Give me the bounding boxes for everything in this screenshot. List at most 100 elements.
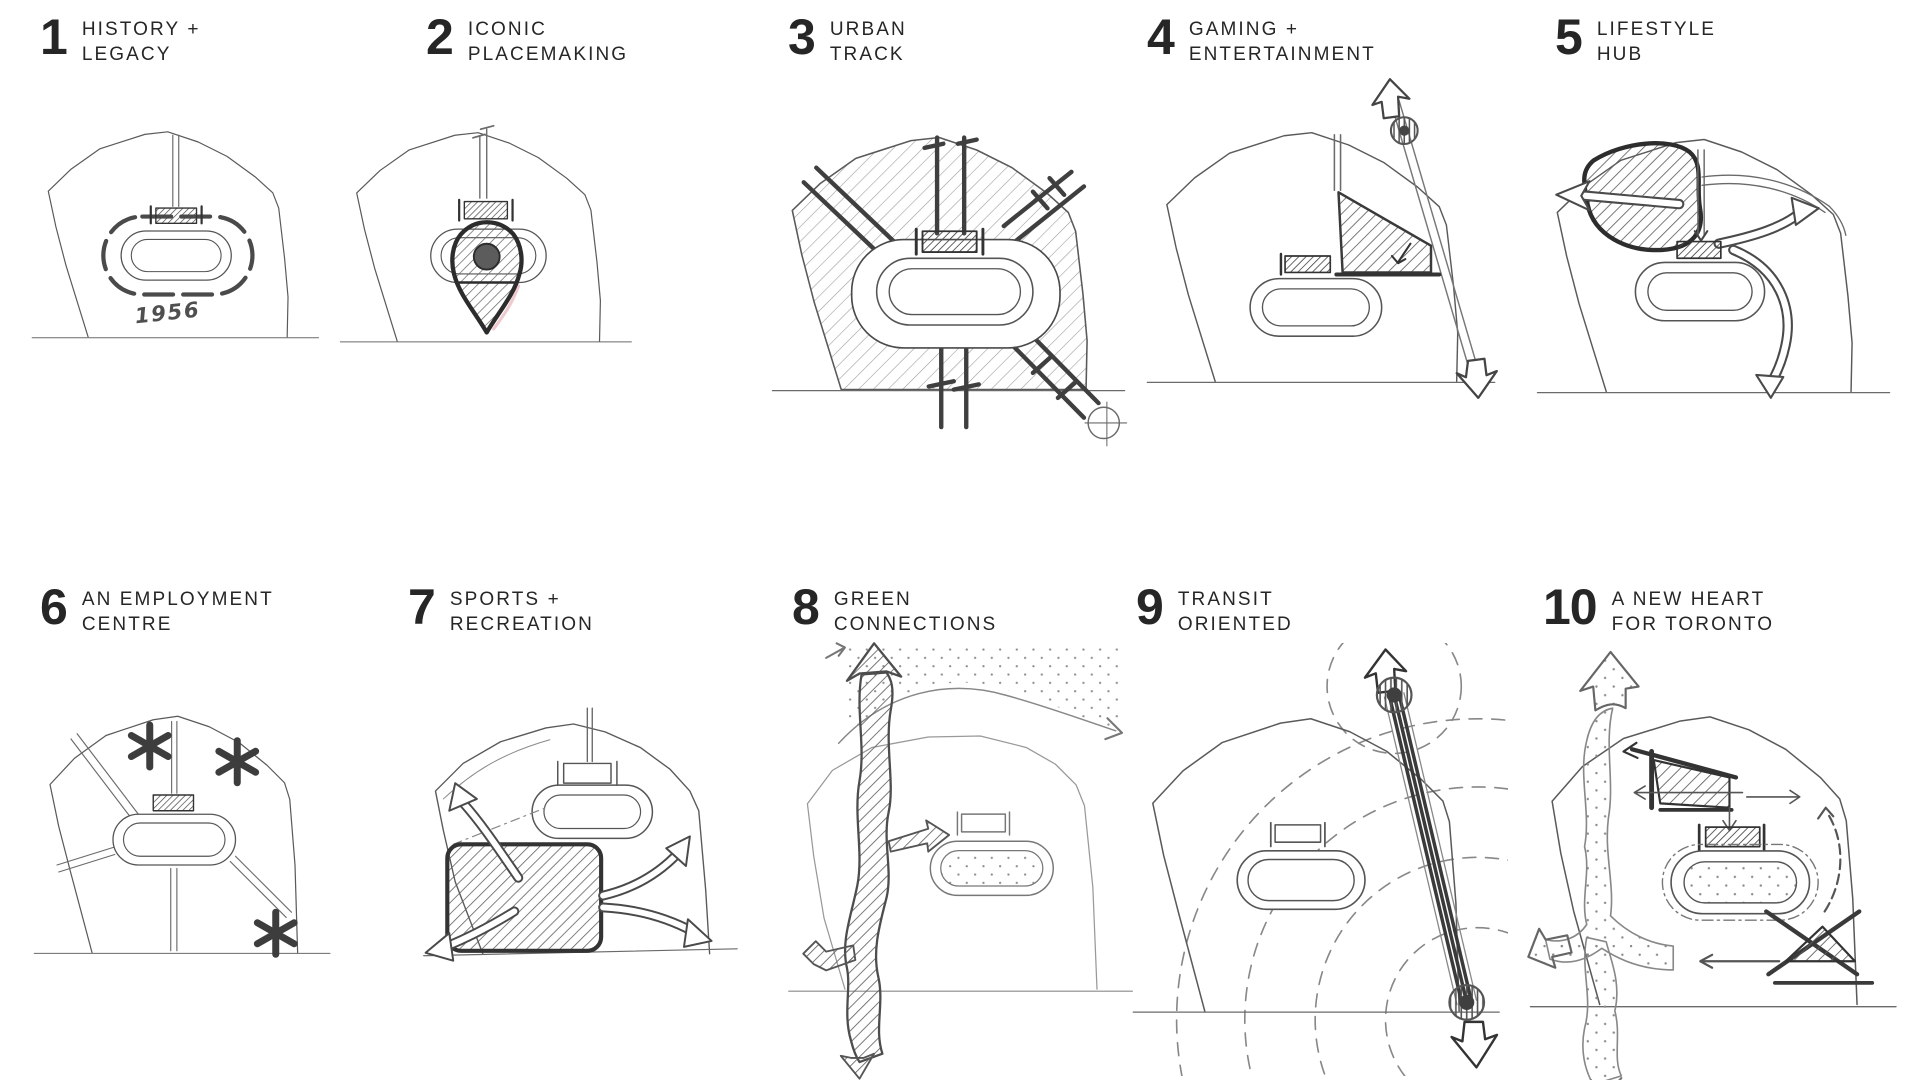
racetrack-oval-icon — [1236, 850, 1366, 911]
racetrack-oval-icon — [929, 840, 1054, 897]
grandstand-icon — [149, 205, 203, 225]
green-corridor — [802, 642, 951, 1080]
site-boundary — [1536, 138, 1891, 394]
access-road-icon — [172, 134, 180, 208]
rail-corridor — [1383, 692, 1478, 1006]
arrow-left-icon — [1527, 927, 1573, 969]
grandstand-icon — [152, 794, 195, 812]
street-grid — [801, 135, 1101, 430]
sketch-urban-track — [771, 135, 1128, 447]
employment-nodes — [127, 721, 298, 958]
sketch-transit-oriented — [1132, 643, 1508, 1077]
panel-title: SPORTS +RECREATION — [449, 589, 594, 636]
sketch-green-connections — [788, 642, 1133, 1080]
panel-1: 1 HISTORY +LEGACY — [22, 12, 342, 386]
panel-number: 7 — [408, 579, 436, 635]
access-road-icon — [1333, 134, 1342, 192]
racetrack-oval-icon — [531, 784, 654, 840]
racetrack-oval-icon — [1661, 843, 1819, 922]
panel-1-header: 1 HISTORY +LEGACY — [40, 12, 342, 67]
green-corridor — [1527, 651, 1675, 1080]
arrow-down-icon — [839, 1052, 876, 1080]
site-boundary — [788, 735, 1133, 992]
flow-arrows — [1555, 180, 1820, 400]
panel-7-header: 7 SPORTS +RECREATION — [408, 579, 768, 637]
grandstand-icon — [557, 760, 618, 787]
panel-number: 8 — [792, 579, 820, 635]
site-boundary — [339, 132, 632, 343]
arrow-up-icon — [1371, 78, 1411, 120]
panel-number: 10 — [1543, 579, 1598, 635]
panel-title: GAMING +ENTERTAINMENT — [1188, 19, 1376, 66]
transit-node-icon — [1389, 116, 1419, 146]
transit-stations — [1375, 676, 1486, 1021]
panel-7: 7 SPORTS +RECREATION — [398, 579, 768, 1008]
sketch-new-heart — [1527, 651, 1897, 1080]
grandstand-icon — [956, 811, 1011, 836]
panel-number: 6 — [40, 579, 68, 635]
year-label: 1956 — [133, 297, 201, 329]
panel-number: 2 — [426, 9, 454, 65]
sketch-employment-centre — [33, 715, 331, 958]
site-boundary — [31, 131, 320, 339]
grandstand-icon — [1676, 240, 1722, 260]
site-boundary — [1146, 132, 1496, 384]
sketch-lifestyle-hub — [1536, 138, 1891, 400]
arrow-up-icon — [1579, 651, 1640, 712]
racetrack-oval-icon — [1634, 261, 1766, 322]
racetrack-oval-icon — [112, 813, 237, 866]
sketch-iconic-placemaking — [339, 125, 632, 343]
arrow-down-icon — [1455, 357, 1498, 400]
arrow-right-icon — [887, 819, 951, 853]
street-crossing — [1699, 909, 1875, 985]
arrow-left-icon — [802, 940, 857, 972]
arrow-up-icon — [845, 642, 903, 683]
access-road-icon — [586, 707, 593, 763]
desire-line — [452, 806, 549, 846]
legacy-ring-icon — [101, 214, 255, 297]
racetrack-oval-icon — [850, 238, 1061, 349]
grandstand-icon — [1697, 823, 1766, 853]
panel-number: 9 — [1136, 579, 1164, 635]
grandstand-icon — [458, 198, 514, 222]
flow-arrows — [424, 782, 713, 962]
site-boundary — [1132, 718, 1500, 1013]
racetrack-oval-icon — [1249, 277, 1383, 338]
panel-4-header: 4 GAMING +ENTERTAINMENT — [1147, 9, 1525, 67]
grandstand-icon — [1279, 252, 1332, 276]
arrow-down-icon — [1450, 1020, 1499, 1069]
sketch-gaming-entertainment — [1146, 78, 1498, 400]
panel-number: 4 — [1147, 9, 1175, 65]
access-road-icon — [1693, 149, 1709, 242]
sketch-history-legacy: 1956 — [31, 131, 320, 339]
catchment-arcs — [1175, 643, 1508, 1077]
panel-number: 5 — [1555, 9, 1583, 65]
panel-4: 4 GAMING +ENTERTAINMENT — [1135, 9, 1525, 441]
road-network — [56, 721, 293, 952]
transit-line — [1390, 100, 1479, 374]
site-boundary — [33, 715, 331, 955]
entertainment-wedge — [1334, 191, 1442, 277]
access-road-icon — [472, 125, 495, 199]
map-pin-icon — [450, 220, 524, 335]
loop-arrow — [1817, 806, 1842, 913]
panel-number: 3 — [788, 9, 816, 65]
